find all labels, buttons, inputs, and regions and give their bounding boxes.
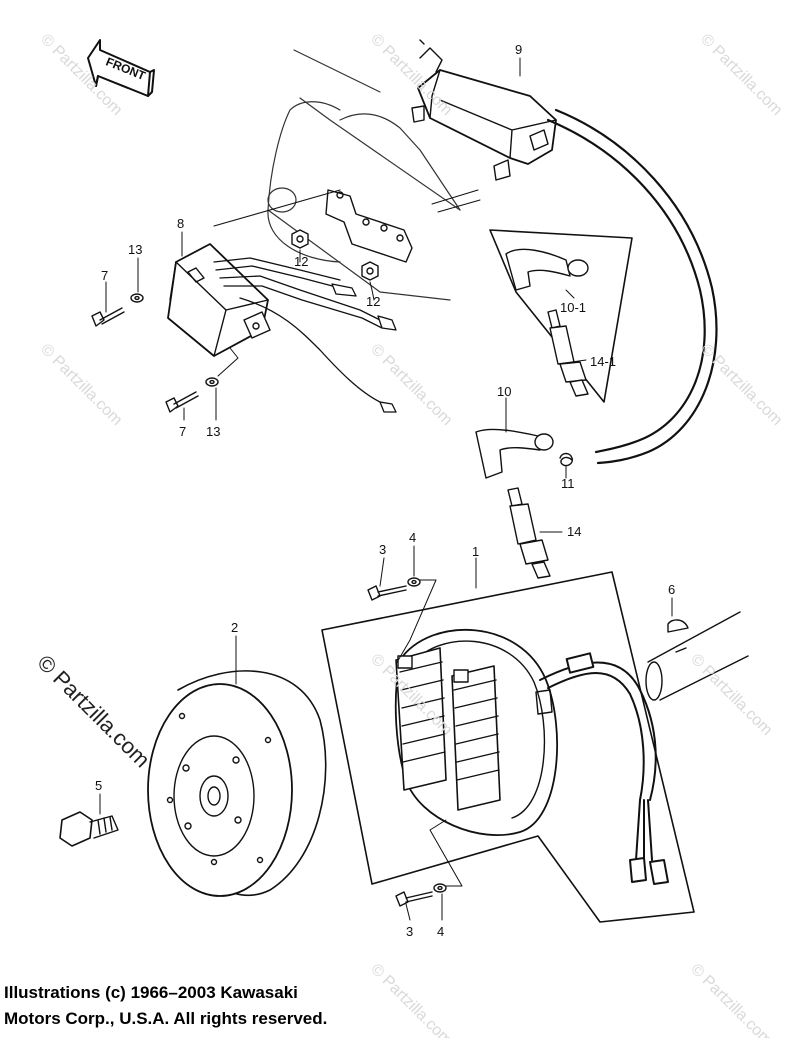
callout-4-lower: 4 <box>437 924 444 939</box>
crankshaft-end <box>645 611 749 701</box>
callouts: 9 8 13 7 12 12 7 13 10-1 14-1 10 11 14 3… <box>95 42 675 939</box>
callout-12-lower: 12 <box>366 294 380 309</box>
callout-4-upper: 4 <box>409 530 416 545</box>
copyright-line-2: Motors Corp., U.S.A. All rights reserved… <box>4 1009 328 1028</box>
front-arrow-icon <box>87 39 155 97</box>
callout-6: 6 <box>668 582 675 597</box>
watermark: © Partzilla.com <box>367 341 455 429</box>
callout-13-upper: 13 <box>128 242 142 257</box>
cdi-wiring <box>213 257 397 413</box>
plug-cap-10-1 <box>505 248 589 291</box>
stator-lead-wire <box>539 652 669 885</box>
callout-7-upper: 7 <box>101 268 108 283</box>
nut-12-lower <box>361 261 379 281</box>
bolt-7-lower <box>165 391 199 413</box>
callout-1: 1 <box>472 544 479 559</box>
flywheel-rotor <box>147 670 327 897</box>
cdi-unit <box>167 243 271 357</box>
woodruff-key-6 <box>667 619 689 633</box>
ignition-coil <box>411 39 557 181</box>
coil-bracket <box>325 189 413 263</box>
callout-3-lower: 3 <box>406 924 413 939</box>
callout-11: 11 <box>561 476 575 491</box>
callout-12-upper: 12 <box>294 254 308 269</box>
copyright-notice: Illustrations (c) 1966–2003 Kawasaki Mot… <box>4 980 564 1032</box>
washer-4-lower <box>433 883 447 893</box>
callout-10-1: 10-1 <box>560 300 586 315</box>
watermark: © Partzilla.com <box>697 341 785 429</box>
washer-4-upper <box>407 577 421 587</box>
callout-14-1: 14-1 <box>590 354 616 369</box>
watermark: © Partzilla.com <box>687 961 775 1038</box>
nut-12-upper <box>291 229 309 249</box>
watermark-large: © Partzilla.com <box>32 650 155 773</box>
washer-13-lower <box>205 377 219 387</box>
plug-cap-10 <box>475 428 554 479</box>
watermark: © Partzilla.com <box>37 341 125 429</box>
callout-2: 2 <box>231 620 238 635</box>
watermark: © Partzilla.com <box>697 31 785 119</box>
stator-coil-right <box>451 665 501 811</box>
bolt-7-upper <box>91 307 125 327</box>
screw-3-lower <box>395 891 433 907</box>
spring-11 <box>559 452 574 467</box>
stator-assembly-box <box>321 571 695 923</box>
callout-8: 8 <box>177 216 184 231</box>
screw-3-upper <box>367 585 407 601</box>
alternate-parts-box <box>489 229 633 403</box>
leader-lines <box>99 57 673 921</box>
callout-5: 5 <box>95 778 102 793</box>
callout-13-lower: 13 <box>206 424 220 439</box>
high-tension-lead <box>546 108 718 465</box>
stator-coil-left <box>395 647 447 791</box>
spark-plug-14 <box>507 487 551 579</box>
washer-13-upper <box>130 293 144 303</box>
callout-14: 14 <box>567 524 581 539</box>
callout-10: 10 <box>497 384 511 399</box>
callout-3-upper: 3 <box>379 542 386 557</box>
callout-7-lower: 7 <box>179 424 186 439</box>
copyright-line-1: Illustrations (c) 1966–2003 Kawasaki <box>4 983 298 1002</box>
callout-9: 9 <box>515 42 522 57</box>
spark-plug-14-1 <box>547 309 589 397</box>
rotor-bolt-5 <box>59 811 119 847</box>
